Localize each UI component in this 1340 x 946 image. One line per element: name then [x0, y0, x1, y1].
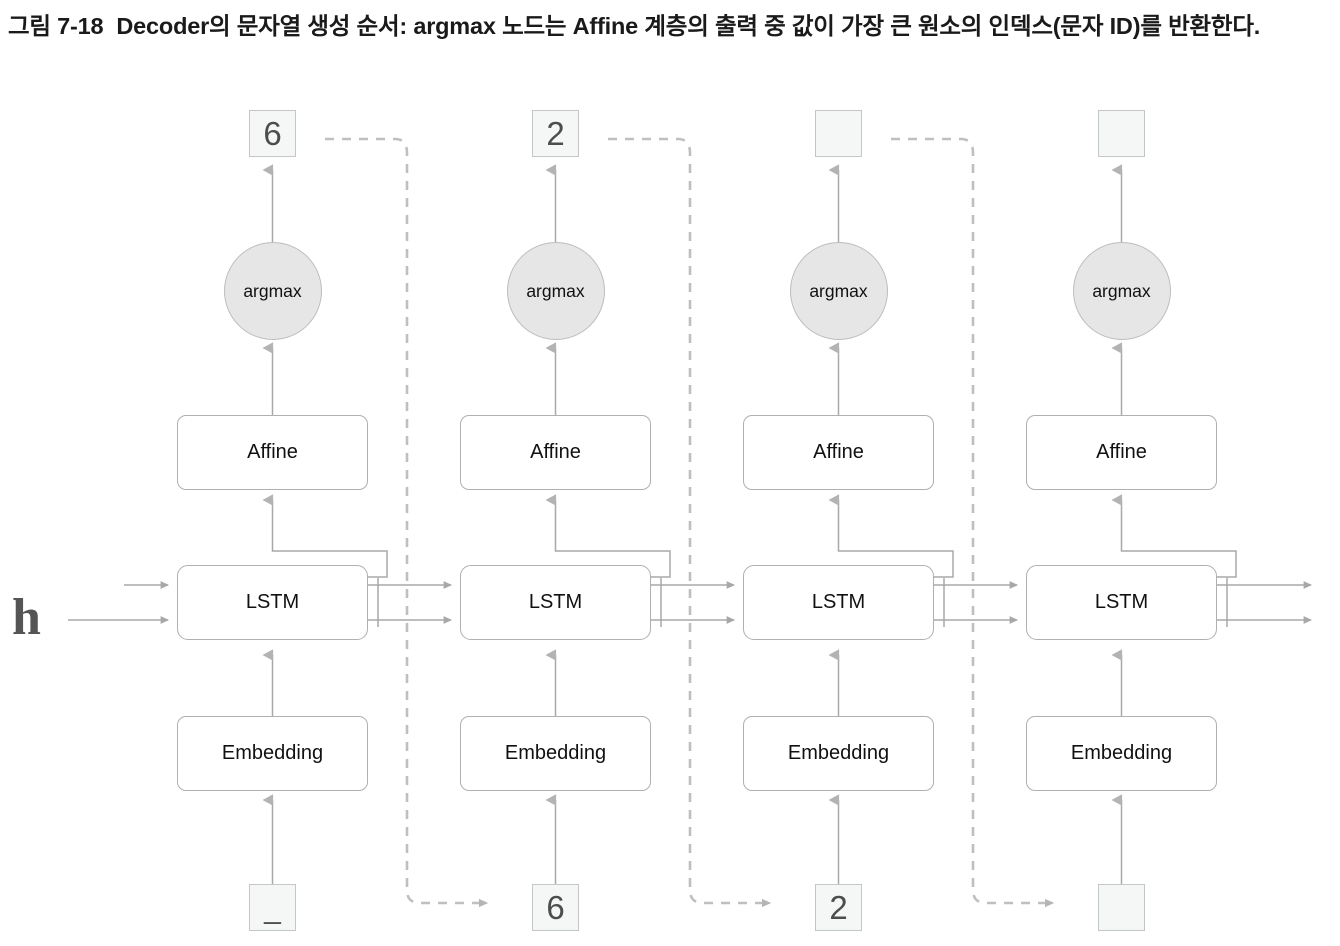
figure-caption: 그림 7-18 Decoder의 문자열 생성 순서: argmax 노드는 Af… — [8, 6, 1332, 47]
embedding-node-2: Embedding — [743, 716, 934, 791]
argmax-node-1: argmax — [506, 242, 605, 340]
input-token-2: 2 — [815, 884, 862, 931]
argmax-node-2: argmax — [789, 242, 888, 340]
lstm-node-0: LSTM — [177, 565, 368, 640]
argmax-node-0: argmax — [223, 242, 322, 340]
affine-node-3: Affine — [1026, 415, 1217, 490]
lstm-node-1: LSTM — [460, 565, 651, 640]
input-token-3 — [1098, 884, 1145, 931]
output-token-3 — [1098, 110, 1145, 157]
affine-node-2: Affine — [743, 415, 934, 490]
affine-node-1: Affine — [460, 415, 651, 490]
input-token-0: _ — [249, 884, 296, 931]
figure-caption-text: Decoder의 문자열 생성 순서: argmax 노드는 Affine 계층… — [116, 13, 1261, 39]
lstm-node-2: LSTM — [743, 565, 934, 640]
output-token-0: 6 — [249, 110, 296, 157]
embedding-node-1: Embedding — [460, 716, 651, 791]
argmax-node-3: argmax — [1072, 242, 1171, 340]
input-token-1: 6 — [532, 884, 579, 931]
lstm-node-3: LSTM — [1026, 565, 1217, 640]
output-token-1: 2 — [532, 110, 579, 157]
hidden-state-label: h — [12, 589, 41, 646]
embedding-node-3: Embedding — [1026, 716, 1217, 791]
affine-node-0: Affine — [177, 415, 368, 490]
output-token-2 — [815, 110, 862, 157]
figure-number: 그림 7-18 — [8, 13, 104, 39]
embedding-node-0: Embedding — [177, 716, 368, 791]
